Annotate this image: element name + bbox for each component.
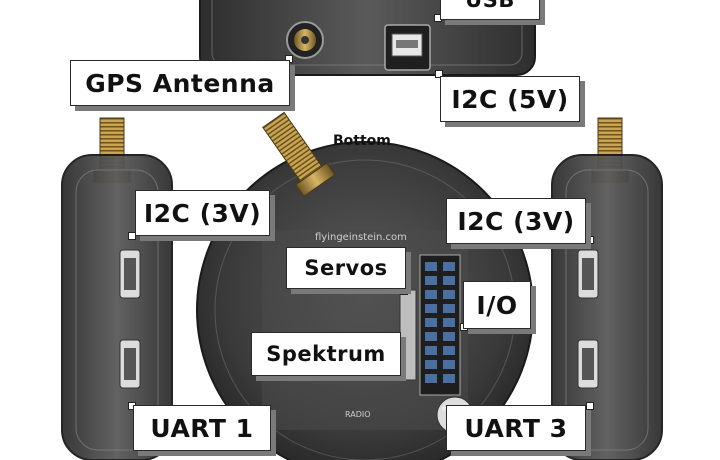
- uart3-label: UART 3: [446, 405, 586, 451]
- servos-label: Servos: [286, 247, 406, 289]
- bottom-caption: Bottom: [333, 133, 391, 149]
- i2c-3v-right-label: I2C (3V): [446, 198, 586, 244]
- i2c-5v-label: I2C (5V): [440, 76, 580, 122]
- callout-dot: [128, 232, 136, 240]
- board-radio-text: RADIO: [345, 410, 371, 419]
- io-label: I/O: [463, 281, 531, 329]
- uart1-label: UART 1: [133, 405, 271, 451]
- callout-dot: [586, 236, 594, 244]
- callout-dot: [586, 402, 594, 410]
- spektrum-label: Spektrum: [251, 332, 401, 376]
- board-url-text: flyingeinstein.com: [315, 232, 407, 243]
- gps-antenna-label: GPS Antenna: [70, 60, 290, 106]
- usb-label: USB: [440, 0, 540, 20]
- i2c-3v-left-label: I2C (3V): [135, 190, 270, 236]
- callout-dot: [435, 70, 443, 78]
